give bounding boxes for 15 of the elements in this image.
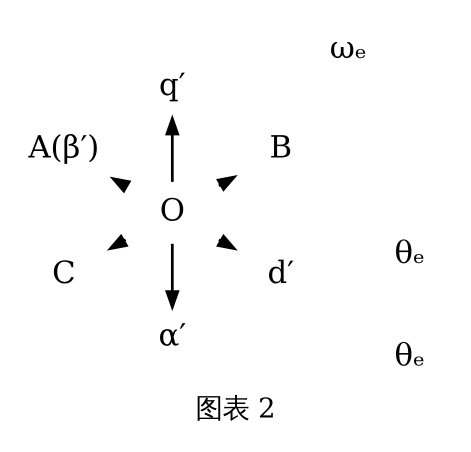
arrow (165, 114, 180, 182)
node-text: q′ (158, 66, 186, 103)
arrow (106, 233, 129, 250)
node-text: d′ (267, 254, 294, 290)
label: ωₑ (330, 30, 367, 66)
node-text: O (160, 192, 185, 228)
node-text: C (52, 254, 76, 290)
node-text: B (269, 129, 292, 166)
caption: 图表 2 (195, 392, 276, 424)
arrow (165, 243, 180, 311)
node-text: α′ (158, 317, 186, 354)
arrow (110, 176, 132, 193)
label: θₑ (394, 234, 425, 271)
node-text: A(β′) (28, 129, 100, 166)
label: θₑ (394, 337, 425, 374)
